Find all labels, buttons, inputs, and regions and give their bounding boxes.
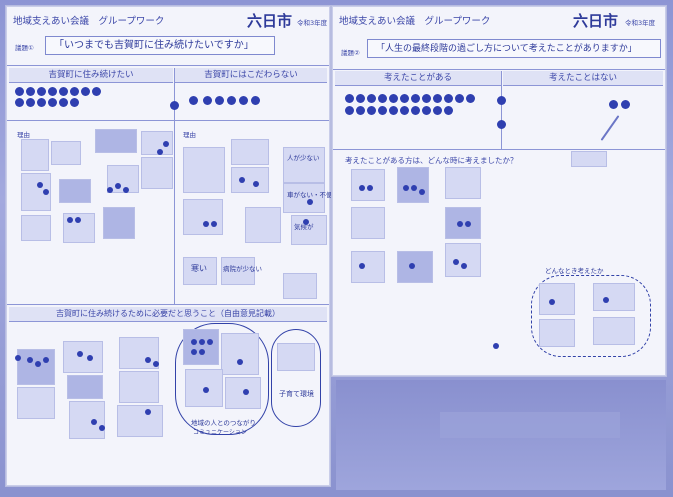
left-question: 「いつまでも吉賀町に住み続けたいですか」 — [45, 36, 275, 55]
sticky-note — [351, 251, 385, 283]
sticky-note — [21, 173, 51, 211]
left-col-yes: 吉賀町に住み続けたい — [9, 68, 173, 83]
sticky-note — [17, 349, 55, 385]
hand-note-communication: コミュニケーション — [193, 429, 247, 436]
sticky-note — [539, 319, 575, 347]
hand-arrow — [600, 115, 620, 141]
right-col-no: 考えたことはない — [503, 71, 663, 86]
left-bottom-header: 吉賀町に住み続けるために必要だと思うこと（自由意見記載） — [9, 307, 327, 322]
left-top-rule — [7, 65, 329, 66]
sticky-note — [221, 333, 259, 375]
sticky-note — [117, 405, 163, 437]
sticky-note — [95, 129, 137, 153]
sticky-note — [291, 215, 327, 245]
hand-note-hospital: 病院が少ない — [223, 265, 262, 273]
cluster-oval-childcare — [271, 329, 321, 427]
sticky-note — [119, 337, 159, 369]
right-followup: 考えたことがある方は、どんな時に考えましたか？ — [345, 156, 518, 165]
right-title: 地域支えあい会議 グループワーク — [339, 16, 491, 27]
hand-note-car: 車がない・不便 — [287, 191, 333, 199]
right-top-rule — [333, 69, 665, 70]
background-sign — [440, 412, 620, 438]
sticky-note — [593, 317, 635, 345]
sticky-note — [17, 387, 55, 419]
cluster-cloud — [531, 275, 651, 357]
sticky-note — [231, 139, 269, 165]
sticky-note — [119, 371, 159, 403]
hand-note-climate: 気候が — [294, 223, 314, 231]
sticky-note — [103, 207, 135, 239]
sticky-note — [245, 207, 281, 243]
left-title: 地域支えあい会議 グループワーク — [13, 16, 165, 27]
sticky-note — [397, 251, 433, 283]
left-bottom-rule — [7, 304, 329, 305]
sticky-note — [183, 199, 223, 235]
left-city-note: 令和3年度 — [297, 19, 328, 27]
sticky-note — [183, 147, 225, 193]
left-dot-rule — [7, 120, 329, 121]
sticky-note — [277, 343, 315, 371]
sticky-note — [445, 243, 481, 277]
left-mid-divider — [174, 68, 175, 304]
right-dot-rule — [333, 149, 665, 150]
sticky-note — [351, 207, 385, 239]
sticky-note — [283, 273, 317, 299]
right-city: 六日市 — [573, 12, 619, 30]
sticky-note — [63, 341, 103, 373]
hand-note-community: 地域の人とのつながり — [191, 419, 256, 427]
cluster-oval-community — [175, 323, 269, 435]
left-city: 六日市 — [247, 12, 293, 30]
sticky-note — [593, 283, 635, 311]
cloud-label: どんなとき考えたか — [545, 267, 604, 275]
left-reason-label-2: 理由 — [183, 131, 196, 139]
sticky-note — [51, 141, 81, 165]
right-sheet: 地域支えあい会議 グループワーク 六日市 令和3年度 議題② 「人生の最終段階の… — [332, 6, 666, 376]
sticky-note — [183, 257, 217, 285]
sticky-note — [67, 375, 103, 399]
sticky-note — [141, 157, 173, 189]
hand-note-people: 人が少ない — [287, 154, 320, 162]
sticky-note — [59, 179, 91, 203]
sticky-note — [69, 401, 105, 439]
sticky-note — [21, 215, 51, 241]
sticky-note — [283, 183, 325, 213]
sticky-note — [183, 329, 219, 365]
sticky-note — [221, 257, 255, 285]
right-theme-label: 議題② — [341, 49, 360, 57]
right-city-note: 令和3年度 — [625, 19, 656, 27]
sticky-note — [283, 147, 325, 183]
sticky-note — [231, 167, 269, 193]
sticky-note — [539, 283, 575, 315]
right-col-yes: 考えたことがある — [335, 71, 501, 86]
sticky-note — [571, 151, 607, 167]
sticky-note — [21, 139, 49, 171]
sticky-note — [445, 207, 481, 239]
left-sheet: 地域支えあい会議 グループワーク 六日市 令和3年度 議題① 「いつまでも吉賀町… — [6, 6, 333, 486]
right-question: 「人生の最終段階の過ごし方について考えたことがありますか」 — [367, 39, 661, 58]
sticky-note — [445, 167, 481, 199]
right-mid-divider — [501, 71, 502, 149]
left-reason-label-1: 理由 — [17, 131, 30, 139]
left-col-no: 吉賀町にはこだわらない — [175, 68, 327, 83]
hand-note-cold: 寒い — [191, 264, 207, 273]
left-theme-label: 議題① — [15, 44, 34, 52]
hand-note-childcare: 子育て環境 — [279, 390, 314, 398]
